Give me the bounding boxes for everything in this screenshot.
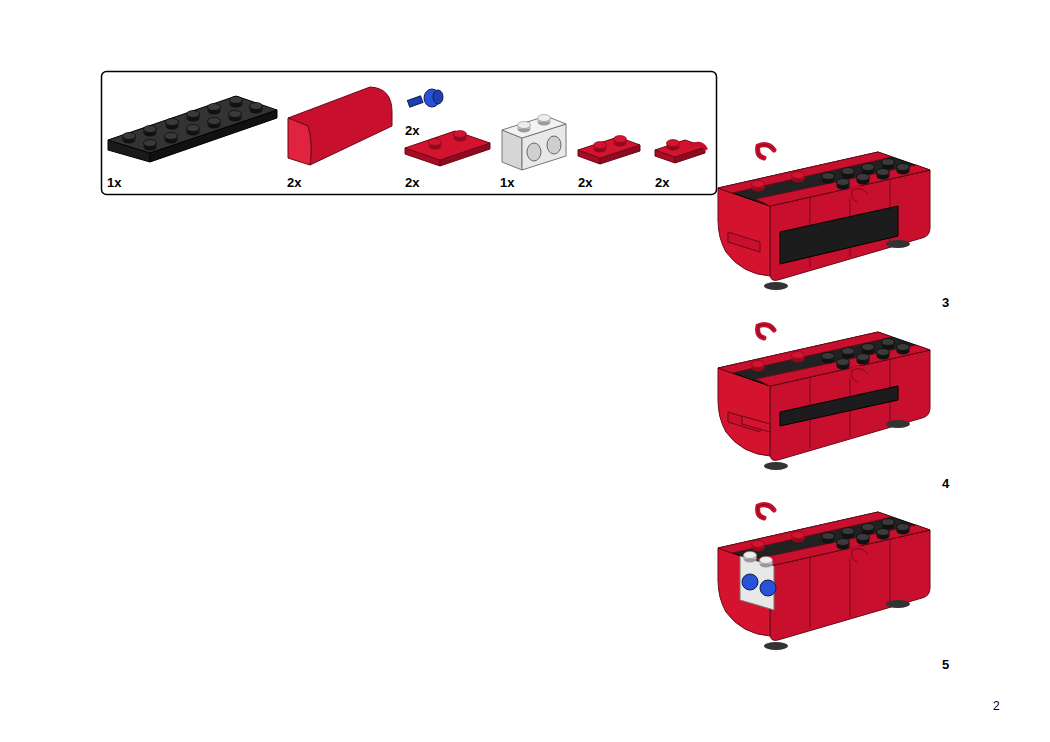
page-number: 2 (993, 700, 1000, 712)
quantity-label: 2x (405, 124, 419, 137)
quantity-label: 2x (405, 176, 419, 189)
quantity-label: 2x (287, 176, 301, 189)
quantity-label: 1x (107, 176, 121, 189)
quantity-label: 1x (500, 176, 514, 189)
step-number: 4 (942, 477, 949, 490)
quantity-label: 2x (655, 176, 669, 189)
quantity-label: 2x (578, 176, 592, 189)
step-number: 5 (942, 658, 949, 671)
step-number: 3 (942, 296, 949, 309)
